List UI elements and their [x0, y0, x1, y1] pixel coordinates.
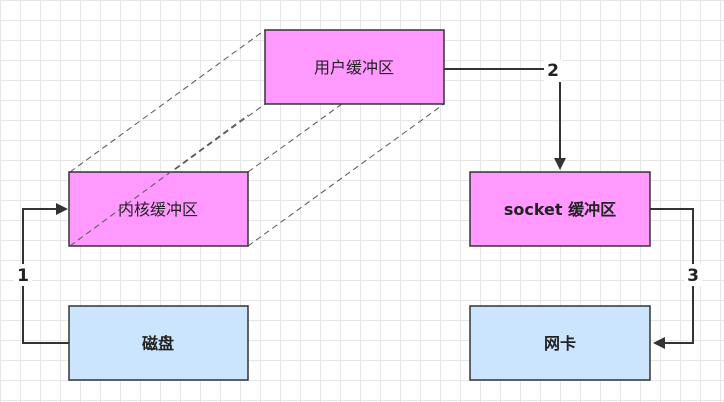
user-to-socket-arrow [444, 68, 566, 170]
step-3-text: 3 [687, 266, 699, 286]
kernel-buffer-node: 内核缓冲区 [68, 171, 249, 247]
socket-buffer-node: socket 缓冲区 [469, 171, 651, 247]
kernel-buffer-label: 内核缓冲区 [118, 200, 198, 219]
mmap-projection-overlay [69, 114, 249, 247]
nic-node: 网卡 [469, 305, 651, 381]
nic-label: 网卡 [544, 334, 576, 353]
step-2-text: 2 [547, 61, 559, 81]
user-buffer-label: 用户缓冲区 [314, 58, 394, 77]
step-3-label: 3 [684, 264, 702, 286]
disk-label: 磁盘 [142, 334, 174, 353]
user-buffer-node: 用户缓冲区 [264, 29, 445, 105]
step-1-text: 1 [17, 266, 29, 286]
disk-node: 磁盘 [68, 305, 249, 381]
socket-buffer-label: socket 缓冲区 [504, 200, 616, 219]
step-1-label: 1 [14, 264, 32, 286]
step-2-label: 2 [544, 60, 562, 82]
